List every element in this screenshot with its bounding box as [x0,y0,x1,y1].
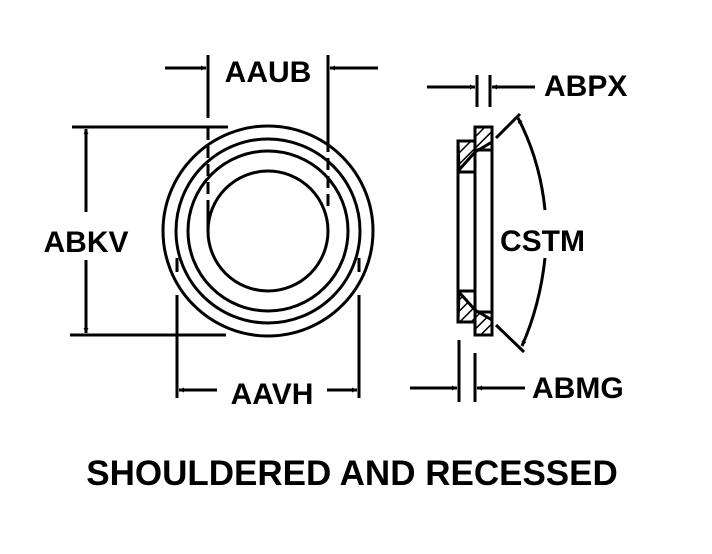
inner-bore [206,169,330,293]
shoulder-ring [174,137,362,325]
recess-ring [186,149,350,313]
front-view [161,124,375,338]
side-view [456,125,494,337]
aavh-extension-lines [175,258,361,398]
aaub-extension-lines [206,55,330,232]
dimension-label-aavh: AAVH [231,378,314,411]
dimension-label-abmg: ABMG [532,372,624,405]
dimension-label-aaub: AAUB [225,56,312,89]
angle-label-cstm: CSTM [500,225,585,258]
diagram-caption: SHOULDERED AND RECESSED [86,454,618,493]
outer-ring [161,124,375,338]
dimension-label-abkv: ABKV [43,226,128,259]
abpx-dimension [427,75,535,107]
dimension-label-abpx: ABPX [544,70,627,103]
cstm-angle-dimension [494,112,547,354]
abmg-dimension [410,340,525,402]
abkv-extension-lines [70,125,228,337]
main-section [473,125,494,337]
